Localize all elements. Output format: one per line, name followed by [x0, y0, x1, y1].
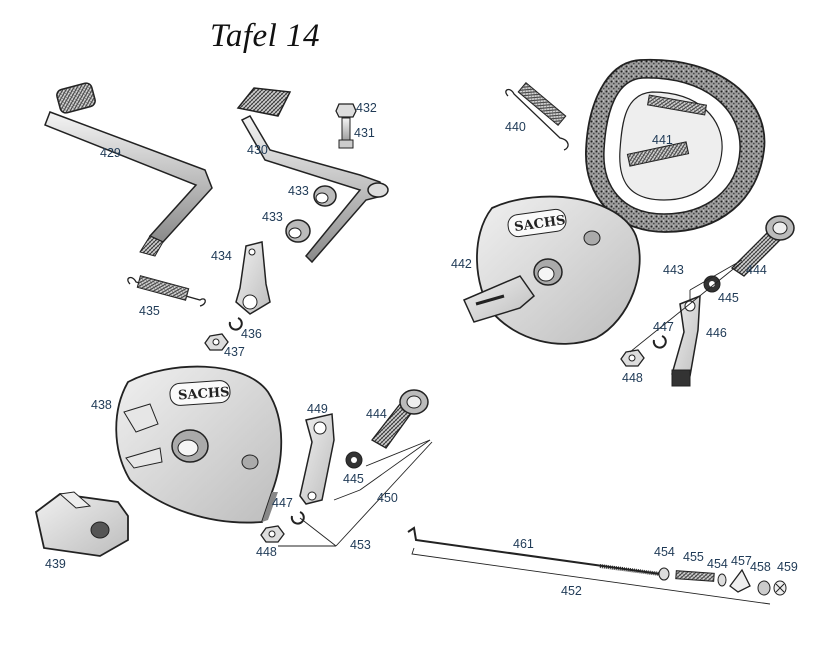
part-447-circlip-upper [652, 335, 667, 349]
label-432: 432 [356, 101, 377, 115]
label-448-upper: 448 [622, 371, 643, 385]
label-461: 461 [513, 537, 534, 551]
part-442-brake-plate [463, 195, 641, 345]
label-450: 450 [377, 491, 398, 505]
part-labels: 429 430 431 432 433 433 434 435 436 437 … [45, 101, 798, 598]
part-440-spring [505, 81, 569, 151]
part-433-bushing-upper [313, 185, 337, 207]
label-449: 449 [307, 402, 328, 416]
label-435: 435 [139, 304, 160, 318]
part-448-nut-upper [620, 349, 645, 367]
label-445-upper: 445 [718, 291, 739, 305]
part-444-brake-cam-upper [730, 215, 795, 277]
part-437-nut [204, 333, 229, 351]
label-455: 455 [683, 550, 704, 564]
brand-text-lower: SACHS [178, 385, 230, 404]
part-432-nut [335, 103, 357, 118]
part-439-bracket [34, 491, 129, 557]
part-444-brake-cam-lower [371, 389, 429, 449]
part-449-brake-arm [299, 413, 335, 505]
label-458: 458 [750, 560, 771, 574]
part-448-nut-lower [260, 525, 285, 543]
label-439: 439 [45, 557, 66, 571]
label-431: 431 [354, 126, 375, 140]
part-429-kick-lever [44, 82, 213, 257]
label-444-lower: 444 [366, 407, 387, 421]
label-454-first: 454 [654, 545, 675, 559]
part-458-pin [757, 580, 771, 596]
label-446: 446 [706, 326, 727, 340]
label-430: 430 [247, 143, 268, 157]
part-430-brake-pedal [236, 87, 389, 264]
part-446-brake-arm [671, 294, 701, 387]
part-454-washer [658, 567, 670, 581]
part-431-bolt [338, 117, 354, 149]
leader-lines-lower [278, 439, 433, 547]
part-445-washer-upper [703, 275, 721, 293]
label-457: 457 [731, 554, 752, 568]
part-433-bushing-lower [285, 219, 311, 243]
label-447-upper: 447 [653, 320, 674, 334]
label-433-lower: 433 [262, 210, 283, 224]
label-459: 459 [777, 560, 798, 574]
part-457-spring-clip [729, 568, 751, 593]
page-title: Tafel 14 [210, 18, 321, 54]
part-438-brake-plate [115, 365, 283, 524]
part-459-wing-nut [773, 580, 787, 596]
part-435-spring [127, 275, 206, 307]
part-447-circlip-lower [290, 511, 305, 525]
part-445-washer-lower [345, 451, 363, 469]
brand-text-upper: SACHS [513, 213, 566, 235]
part-461-brake-rod [407, 526, 661, 576]
label-445-lower: 445 [343, 472, 364, 486]
part-441-brake-shoes [585, 58, 766, 233]
part-434-lever [235, 241, 271, 315]
label-437: 437 [224, 345, 245, 359]
label-433-upper: 433 [288, 184, 309, 198]
label-454-second: 454 [707, 557, 728, 571]
label-453: 453 [350, 538, 371, 552]
label-441: 441 [652, 133, 673, 147]
label-447-lower: 447 [272, 496, 293, 510]
label-436: 436 [241, 327, 262, 341]
part-454-washer-2 [717, 573, 727, 587]
label-452: 452 [561, 584, 582, 598]
label-440: 440 [505, 120, 526, 134]
leader-line-452 [411, 547, 771, 605]
label-443: 443 [663, 263, 684, 277]
label-444-upper: 444 [746, 263, 767, 277]
label-438: 438 [91, 398, 112, 412]
label-429: 429 [100, 146, 121, 160]
label-434: 434 [211, 249, 232, 263]
part-436-circlip [228, 317, 243, 331]
part-455-adjuster [675, 570, 715, 582]
label-448-lower: 448 [256, 545, 277, 559]
label-442: 442 [451, 257, 472, 271]
leader-lines-upper [629, 259, 743, 353]
